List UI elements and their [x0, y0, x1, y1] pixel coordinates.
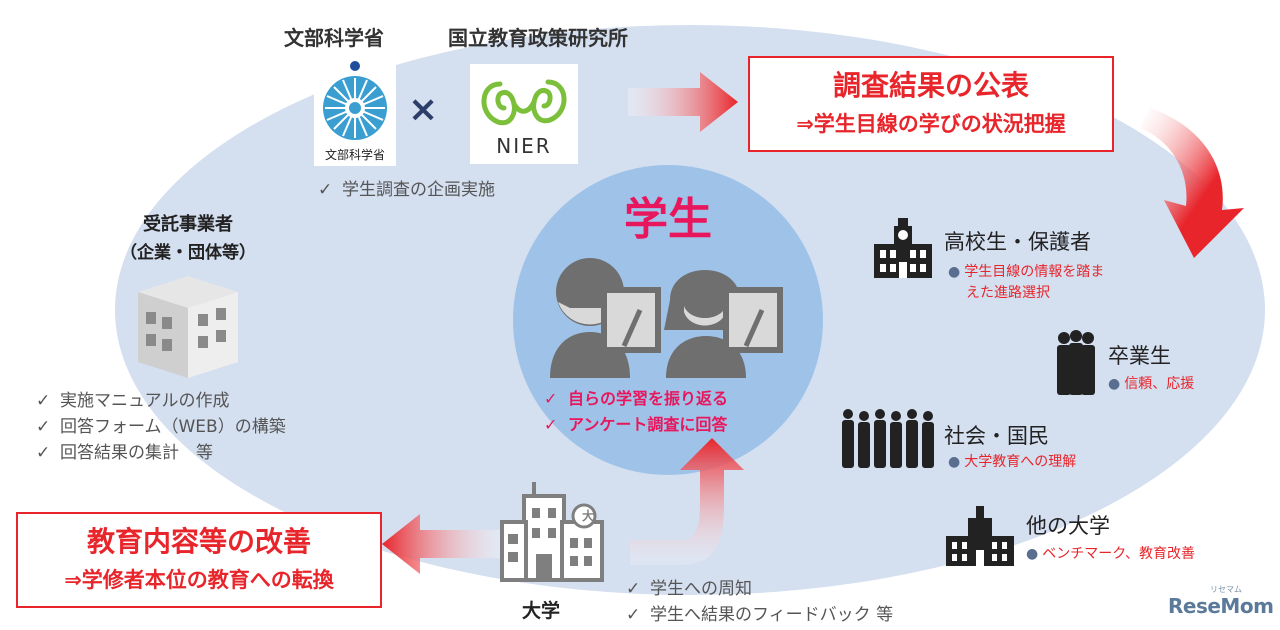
times-symbol: ×	[408, 89, 439, 130]
university-task-text: 学生への周知	[650, 579, 752, 599]
office-building-icon	[138, 276, 238, 378]
nier-leaf-icon	[481, 79, 567, 126]
check-icon: ✓	[36, 443, 51, 463]
arrow-to-improve	[382, 514, 500, 574]
students-answering-icon	[550, 258, 783, 378]
publish-box: 調査結果の公表 ⇒学生目線の学びの状況把握	[748, 56, 1114, 152]
bullet-icon: ●	[948, 264, 961, 280]
check-icon: ✓	[36, 417, 51, 437]
stakeholder-title: 卒業生	[1108, 344, 1171, 368]
contractor-task-text: 回答フォーム（WEB）の構築	[60, 417, 286, 437]
other-university-icon	[946, 506, 1014, 566]
bullet-icon: ●	[948, 454, 961, 470]
university-task: ✓ 学生への周知	[626, 576, 893, 602]
contractor-task-text: 回答結果の集計 等	[60, 443, 213, 463]
student-action-text: アンケート調査に回答	[568, 415, 728, 434]
publish-subtitle: ⇒学生目線の学びの状況把握	[796, 112, 1066, 136]
watermark-small: リセマム	[1210, 585, 1242, 594]
stakeholder-title: 社会・国民	[944, 424, 1049, 448]
stakeholder-title: 他の大学	[1026, 514, 1110, 538]
contractor-task: ✓ 回答結果の集計 等	[36, 440, 286, 466]
stakeholder-note: ●大学教育への理解	[948, 452, 1076, 473]
society-people-icon	[842, 409, 934, 468]
graduates-icon	[1057, 330, 1095, 395]
student-action: ✓ アンケート調査に回答	[544, 412, 728, 438]
bullet-icon: ●	[1108, 376, 1121, 392]
contractor-subtitle: （企業・団体等）	[120, 243, 256, 263]
arrow-university-to-student	[630, 438, 744, 565]
planning-text: 学生調査の企画実施	[342, 180, 495, 200]
high-school-icon	[874, 218, 932, 278]
check-icon: ✓	[36, 391, 51, 411]
student-action-list: ✓ 自らの学習を振り返る ✓ アンケート調査に回答	[544, 386, 728, 438]
nier-logo-caption: NIER	[496, 134, 552, 158]
university-task-text: 学生へ結果のフィードバック 等	[650, 605, 894, 625]
contractor-task: ✓ 回答フォーム（WEB）の構築	[36, 414, 286, 440]
publish-title: 調査結果の公表	[832, 69, 1029, 102]
mext-label: 文部科学省	[284, 26, 384, 50]
check-icon: ✓	[544, 415, 558, 434]
contractor-task-text: 実施マニュアルの作成	[60, 391, 230, 411]
stakeholder-note: ●信頼、応援	[1108, 374, 1194, 395]
watermark-logo: ReseMom	[1168, 594, 1274, 618]
university-building-icon	[500, 482, 604, 582]
contractor-title: 受託事業者	[143, 214, 233, 235]
planning-check: ✓ 学生調査の企画実施	[318, 177, 495, 203]
stakeholder-note-text: 大学教育への理解	[964, 454, 1077, 470]
mext-logo: 文部科学省	[314, 56, 396, 166]
nier-label: 国立教育政策研究所	[448, 26, 628, 50]
mext-emblem-icon	[323, 61, 387, 140]
check-icon: ✓	[626, 579, 641, 599]
arrow-publish-to-stakeholders	[1140, 108, 1244, 258]
improve-subtitle: ⇒学修者本位の教育への転換	[64, 568, 334, 592]
university-task-list: ✓ 学生への周知 ✓ 学生へ結果のフィードバック 等	[626, 576, 893, 628]
arrow-to-publish	[628, 72, 738, 132]
student-action-text: 自らの学習を振り返る	[568, 389, 729, 408]
improve-title: 教育内容等の改善	[86, 525, 311, 558]
student-action: ✓ 自らの学習を振り返る	[544, 386, 728, 412]
check-icon: ✓	[318, 180, 333, 200]
mext-logo-caption: 文部科学省	[324, 148, 385, 162]
nier-logo: NIER	[470, 64, 578, 164]
improve-box: 教育内容等の改善 ⇒学修者本位の教育への転換	[16, 512, 382, 608]
stakeholder-note-text: えた進路選択	[966, 285, 1050, 301]
contractor-task: ✓ 実施マニュアルの作成	[36, 388, 286, 414]
stakeholder-note-text: 学生目線の情報を踏ま	[964, 264, 1105, 280]
stakeholder-note-text: ベンチマーク、教育改善	[1042, 546, 1195, 562]
check-icon: ✓	[544, 389, 558, 408]
university-task: ✓ 学生へ結果のフィードバック 等	[626, 602, 893, 628]
university-badge: 大	[581, 509, 594, 523]
stakeholder-title: 高校生・保護者	[944, 230, 1091, 254]
bullet-icon: ●	[1026, 546, 1039, 562]
contractor-task-list: ✓ 実施マニュアルの作成 ✓ 回答フォーム（WEB）の構築 ✓ 回答結果の集計 等	[36, 388, 286, 466]
check-icon: ✓	[626, 605, 641, 625]
university-label: 大学	[522, 600, 561, 622]
stakeholder-note: ●学生目線の情報を踏ま えた進路選択	[948, 262, 1104, 304]
stakeholder-note-text: 信頼、応援	[1124, 376, 1195, 392]
stakeholder-note: ●ベンチマーク、教育改善	[1026, 544, 1195, 565]
student-title: 学生	[624, 194, 712, 245]
